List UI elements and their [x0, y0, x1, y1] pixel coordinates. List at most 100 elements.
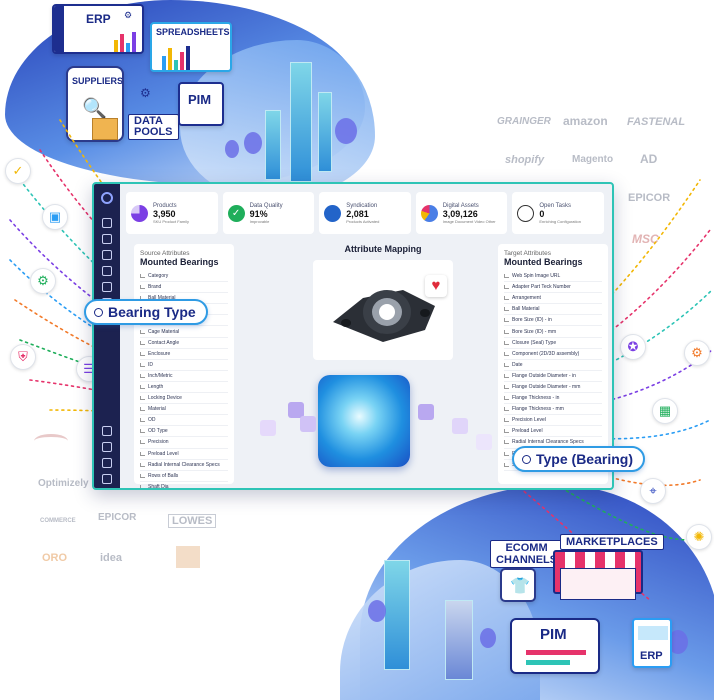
callout-ring-icon	[522, 454, 531, 464]
tree-shape	[668, 630, 688, 654]
pim-monitor-illustration: PIM	[510, 618, 600, 674]
callout-ring-icon	[94, 307, 103, 317]
attribute-list-item[interactable]: Web Spin Image URL	[504, 271, 602, 283]
attribute-list-item[interactable]: Closure (Seal) Type	[504, 338, 602, 349]
attribute-list-item[interactable]: Date	[504, 360, 602, 371]
tree-shape	[368, 600, 386, 622]
boxes-graphic	[92, 118, 118, 140]
storefront-window	[560, 568, 636, 600]
gear-icon: ⚙	[124, 10, 133, 20]
mapping-node-square	[476, 434, 492, 450]
sidebar-icon-assets[interactable]	[102, 266, 112, 276]
sidebar-icon-power[interactable]	[102, 474, 112, 484]
kpi-sub: Image Document Video Other	[442, 218, 496, 224]
tree-shape	[335, 118, 357, 144]
sidebar-icon-catalog[interactable]	[102, 250, 112, 260]
heart-favorite-icon[interactable]: ♥	[425, 275, 447, 297]
kpi-sub: Improvable	[249, 218, 270, 224]
attribute-list-item[interactable]: Flange Outside Diameter - mm	[504, 382, 602, 394]
attribute-list-item[interactable]: Ball Material	[504, 304, 602, 316]
attribute-list-item[interactable]: Flange Outside Diameter - in	[504, 371, 602, 382]
attribute-list-item[interactable]: Adapter Part Teck Number	[504, 282, 602, 294]
attribute-list-item[interactable]: Locking Device	[140, 393, 228, 405]
attribute-list-item[interactable]: Rows of Balls	[140, 471, 228, 482]
target-header: Target Attributes	[504, 250, 551, 257]
msc-logo: MSC	[632, 232, 659, 246]
attribute-list-item[interactable]: Flange Thickness - mm	[504, 404, 602, 416]
type-bearing-callout: Type (Bearing)	[512, 446, 645, 472]
spreadsheets-illustration: SPREADSHEETS	[150, 22, 232, 72]
commerce-logo: COMMERCE	[40, 518, 76, 524]
sidebar-icon-channels[interactable]	[102, 282, 112, 292]
magnifier-icon: 🔍	[82, 98, 107, 120]
attribute-list-item[interactable]: Component (2D/3D assembly)	[504, 349, 602, 360]
attribute-list-item[interactable]: Precision Level	[504, 415, 602, 427]
attribute-list-item[interactable]: Brand	[140, 282, 228, 294]
kpi-title: Products	[153, 202, 177, 209]
bearing-type-label: Bearing Type	[108, 304, 196, 320]
attribute-list-item[interactable]: Enclosure	[140, 349, 228, 360]
attribute-list-item[interactable]: Radial Internal Clearance Specs	[140, 460, 228, 471]
erp-bottom-label: ERP	[640, 650, 663, 662]
sidebar-icon-settings[interactable]	[102, 426, 112, 436]
attribute-list-item[interactable]: Bore Size (ID) - mm	[504, 326, 602, 338]
attribute-list-item[interactable]: ID	[140, 360, 228, 371]
attribute-list-item[interactable]: Inch/Metric	[140, 371, 228, 382]
attribute-list-item[interactable]: Preload Level	[140, 449, 228, 460]
shield-icon: ⛨	[10, 344, 36, 370]
sidebar-icon-help[interactable]	[102, 458, 112, 468]
settings-network-icon: ⚙	[30, 268, 56, 294]
tree-shape	[244, 132, 262, 154]
magento-logo: Magento	[572, 154, 614, 165]
attribute-list-item[interactable]: Precision	[140, 437, 228, 449]
attribute-list-item[interactable]: Cage Material	[140, 326, 228, 338]
erp-screen-graphic	[638, 626, 668, 640]
attribute-list-item[interactable]: OD	[140, 415, 228, 427]
tree-shape	[225, 140, 239, 158]
target-attributes-panel: Target Attributes Mounted Bearings Web S…	[498, 244, 608, 484]
attribute-list-item[interactable]: OD Type	[140, 426, 228, 438]
cubes-icon: ▦	[652, 398, 678, 424]
gear-icon: ⚙	[140, 86, 151, 100]
source-attributes-panel: Source Attributes Mounted Bearings Categ…	[134, 244, 234, 488]
pim-bottom-label: PIM	[540, 626, 567, 643]
attribute-list-item[interactable]: Bore Size (ID) - in	[504, 315, 602, 327]
attribute-list-item[interactable]: Shaft Dia	[140, 482, 228, 488]
sidebar-rail	[94, 184, 120, 488]
ecomm-phone-illustration: 👕	[500, 568, 536, 602]
optimizely-logo: Optimizely	[38, 478, 89, 489]
building-tower	[445, 600, 473, 680]
attribute-list-item[interactable]: Arrangement	[504, 293, 602, 305]
mapping-node-square	[300, 416, 316, 432]
attribute-list-item[interactable]: Contact Angle	[140, 338, 228, 349]
sidebar-icon-dashboard[interactable]	[102, 218, 112, 228]
attribute-list-item[interactable]: Material	[140, 404, 228, 416]
erp-label: ERP	[86, 12, 111, 26]
bird-logo	[34, 434, 68, 448]
syndication-icon	[324, 204, 342, 222]
pim-top-label: PIM	[188, 92, 212, 107]
attribute-list-item[interactable]: Flange Thickness - in	[504, 393, 602, 405]
sidebar-icon-products[interactable]	[102, 234, 112, 244]
building-tower	[265, 110, 281, 180]
oro-logo: ORO	[42, 552, 68, 564]
shopify-logo: shopify	[505, 154, 545, 166]
building-tower	[290, 62, 312, 182]
attribute-list-item[interactable]: Length	[140, 382, 228, 394]
attribute-list-item[interactable]: Category	[140, 271, 228, 283]
suppliers-label: SUPPLIERS	[72, 76, 124, 86]
ecomm-channels-label: ECOMM CHANNELS	[490, 540, 564, 568]
kpi-value: 3,950	[153, 208, 176, 219]
tree-shape	[480, 628, 496, 648]
kpi-sub: Enriching Configuration	[539, 218, 581, 224]
kpi-title: Syndication	[346, 202, 378, 209]
attribute-list-item[interactable]: Preload Level	[504, 426, 602, 438]
type-bearing-label: Type (Bearing)	[536, 451, 633, 467]
sidebar-icon-integrations[interactable]	[102, 442, 112, 452]
